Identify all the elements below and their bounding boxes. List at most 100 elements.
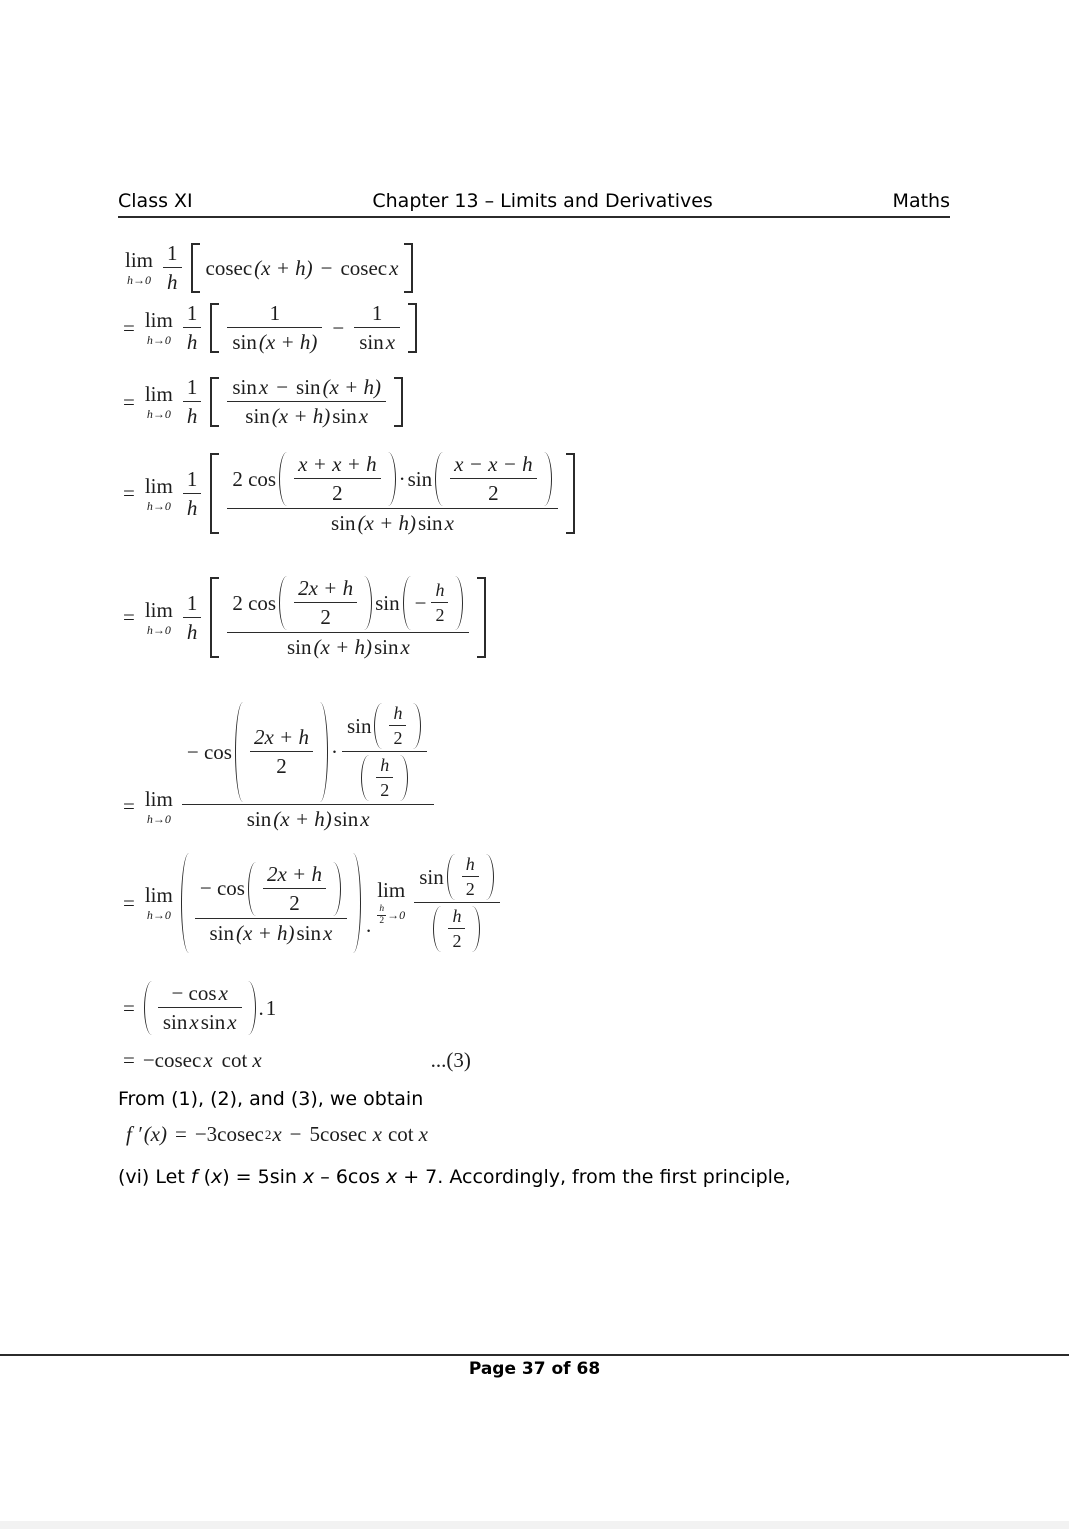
multiplication-dot: . bbox=[365, 913, 372, 937]
limit-operator: lim h 2 →0 bbox=[376, 877, 406, 927]
left-paren bbox=[143, 981, 153, 1035]
numerator: h bbox=[379, 903, 385, 914]
limit-operator: lim h→0 bbox=[144, 599, 174, 636]
math-token: x bbox=[418, 1122, 428, 1146]
denominator: 2 bbox=[294, 478, 381, 507]
math-token: 2 cos bbox=[232, 466, 277, 491]
numerator: 1 bbox=[186, 301, 198, 325]
math-token: cosec bbox=[340, 255, 388, 280]
left-paren bbox=[180, 853, 190, 953]
text-run: ) = 5sin bbox=[222, 1166, 303, 1188]
math-token: sin bbox=[332, 404, 357, 428]
denominator: 2 bbox=[262, 887, 326, 917]
math-token: − cos bbox=[199, 876, 245, 900]
fraction: x − x − h 2 bbox=[449, 451, 537, 507]
equals-sign: = bbox=[123, 389, 135, 414]
fraction: h 2 bbox=[461, 853, 480, 901]
numerator: x + x + h bbox=[298, 452, 377, 476]
numerator: 1 bbox=[186, 466, 198, 491]
math-token: x bbox=[389, 255, 399, 280]
numerator: 1 bbox=[269, 301, 281, 325]
fraction: x + x + h 2 bbox=[293, 451, 381, 507]
page-edge bbox=[0, 1521, 1069, 1529]
fraction: 1 sin (x + h) bbox=[227, 300, 323, 356]
minus-operator: − bbox=[414, 590, 427, 615]
numerator: 1 bbox=[371, 301, 383, 325]
denominator: sin x sin x bbox=[157, 1007, 242, 1036]
text-run: x bbox=[385, 1166, 398, 1188]
limit-operator: lim h→0 bbox=[144, 308, 174, 347]
lim-word: lim bbox=[144, 883, 173, 907]
denominator: sin (x + h) sin x bbox=[227, 401, 387, 430]
numerator: 1 bbox=[186, 375, 198, 399]
equals-sign: = bbox=[175, 1122, 187, 1146]
text-run: ( bbox=[197, 1166, 211, 1188]
right-paren bbox=[454, 576, 464, 630]
math-token: −cosec bbox=[142, 1048, 202, 1072]
minus-operator: − bbox=[320, 255, 333, 280]
numerator: 2x + h bbox=[253, 725, 309, 749]
math-token: f ′ bbox=[126, 1122, 142, 1146]
fraction: h 2 bbox=[447, 905, 466, 953]
numerator: 2x + h bbox=[298, 576, 354, 600]
math-token: sin bbox=[359, 330, 384, 354]
math-token: sin bbox=[346, 713, 372, 738]
left-paren bbox=[279, 452, 288, 506]
math-token: sin bbox=[286, 635, 312, 659]
numerator: x − x − h bbox=[454, 452, 533, 476]
denominator: 2 bbox=[461, 876, 479, 901]
numerator: 1 bbox=[167, 241, 178, 265]
numerator: sin x − sin (x + h) bbox=[227, 374, 386, 401]
left-paren bbox=[247, 861, 257, 916]
denominator: sin (x + h) sin x bbox=[194, 917, 347, 947]
right-paren bbox=[543, 452, 552, 506]
limit-group: = lim h→0 bbox=[122, 788, 179, 825]
math-token: sin bbox=[373, 635, 399, 659]
conclusion-text: From (1), (2), and (3), we obtain bbox=[118, 1088, 423, 1110]
math-token: (x) bbox=[143, 1122, 167, 1146]
text-run: x bbox=[303, 1166, 315, 1188]
left-paren bbox=[433, 906, 442, 952]
math-token: sin bbox=[245, 404, 270, 428]
text-run: – 6cos bbox=[314, 1166, 386, 1188]
math-token: x bbox=[385, 330, 396, 354]
equation-line-5: = lim h→0 1 h 2 cos 2x + h 2 sin − bbox=[122, 574, 491, 661]
limit-subscript: h 2 →0 bbox=[377, 904, 405, 927]
math-token: sin bbox=[232, 330, 257, 354]
math-token: −3cosec bbox=[194, 1122, 264, 1146]
numerator: − cos 2x + h 2 bbox=[195, 860, 347, 918]
left-paren bbox=[435, 452, 444, 506]
numerator: − cos x bbox=[158, 980, 242, 1007]
fraction: sin h 2 h 2 bbox=[414, 852, 500, 954]
lim-word: lim bbox=[377, 877, 406, 902]
math-token: →0 bbox=[387, 908, 406, 922]
denominator: sin (x + h) sin x bbox=[227, 632, 470, 661]
denominator: 2 bbox=[389, 725, 407, 750]
math-token: sin bbox=[200, 1010, 226, 1034]
lim-word: lim bbox=[144, 308, 173, 332]
denominator: sin (x + h) sin x bbox=[227, 508, 558, 537]
math-token: cot bbox=[221, 1048, 248, 1072]
denominator: 2 bbox=[431, 602, 449, 627]
numerator: h bbox=[452, 906, 462, 926]
multiplication-dot: . bbox=[258, 995, 264, 1020]
fraction: h 2 bbox=[388, 702, 407, 750]
math-token: x bbox=[272, 1122, 282, 1146]
left-paren bbox=[446, 854, 456, 900]
fraction: 2x + h 2 bbox=[293, 575, 358, 631]
left-bracket bbox=[210, 577, 220, 658]
header-chapter-title: Chapter 13 – Limits and Derivatives bbox=[372, 190, 713, 212]
math-token: sin bbox=[333, 807, 359, 831]
equals-sign: = bbox=[123, 481, 135, 505]
left-bracket bbox=[210, 377, 220, 427]
page-footer: Page 37 of 68 bbox=[0, 1359, 1069, 1379]
math-token: sin bbox=[232, 375, 257, 399]
right-paren bbox=[352, 853, 361, 953]
math-token: sin bbox=[419, 864, 444, 889]
denominator: h bbox=[182, 327, 202, 356]
equals-sign: = bbox=[123, 315, 135, 340]
limit-operator: lim h→0 bbox=[144, 384, 174, 421]
fraction: 1 h bbox=[182, 374, 203, 430]
numerator: − cos 2x + h 2 · sin h 2 bbox=[182, 700, 435, 804]
